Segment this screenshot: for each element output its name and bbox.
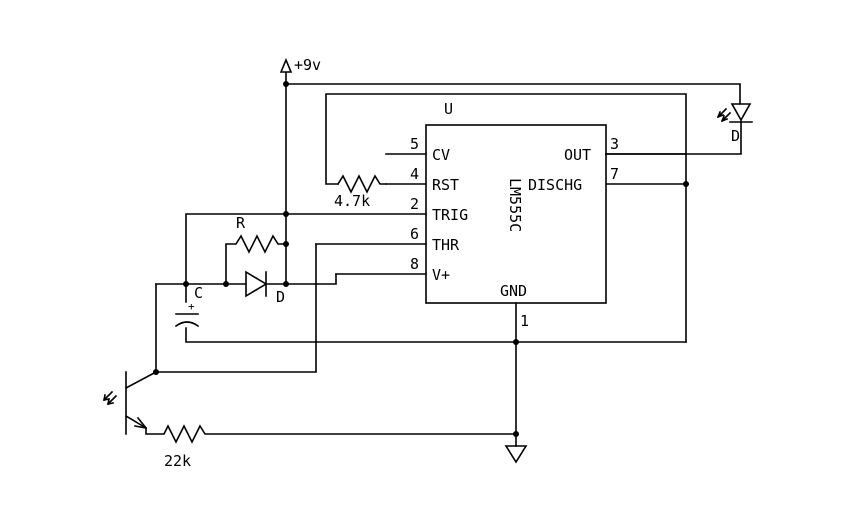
vcc-supply-arrow [279,57,293,85]
ic-part-number: LM555C [506,178,524,232]
pin-number-2: 2 [410,195,419,213]
pin-name-dischg: DISCHG [528,176,582,194]
capacitor-label: C [194,284,203,302]
capacitor [174,313,687,343]
pin-number-6: 6 [410,225,419,243]
emitter-resistor-label: 22k [164,452,191,470]
pin-name-gnd: GND [500,282,527,300]
junction [153,369,159,375]
junction [683,181,689,187]
reset-resistor [336,174,387,194]
junction [283,211,289,217]
pin-name-thr: THR [432,236,460,254]
junction [223,281,229,287]
capacitor-polarity: + [188,300,195,313]
trig-wire [185,213,427,303]
led-light-arrows-icon [716,107,732,123]
led-label: D [731,127,740,145]
junction [183,281,189,287]
led-symbol [605,103,753,155]
vcc-label: +9v [294,56,321,74]
timing-resistor [225,234,287,285]
junction [283,241,289,247]
emitter-resistor [145,424,517,444]
phototransistor [124,243,317,435]
timing-resistor-label: R [236,214,246,232]
pin-name-out: OUT [564,146,591,164]
junction [513,431,519,437]
pin-name-vplus: V+ [432,266,450,284]
junction [283,281,289,287]
pin-number-1: 1 [520,312,529,330]
phototransistor-light-icon [102,390,118,406]
pin-number-8: 8 [410,255,419,273]
ground-symbol [504,445,528,464]
ic-designator: U [444,100,453,118]
pin-name-cv: CV [432,146,450,164]
pin-name-rst: RST [432,176,459,194]
reset-resistor-label: 4.7k [334,192,370,210]
pin-number-7: 7 [610,165,619,183]
timing-diode [155,270,337,298]
reset-loop-wire [325,93,687,343]
pin-number-4: 4 [410,165,419,183]
pin-number-5: 5 [410,135,419,153]
timing-diode-label: D [276,288,285,306]
pin-number-3: 3 [610,135,619,153]
pin-name-trig: TRIG [432,206,468,224]
led-supply-wire [285,83,741,105]
